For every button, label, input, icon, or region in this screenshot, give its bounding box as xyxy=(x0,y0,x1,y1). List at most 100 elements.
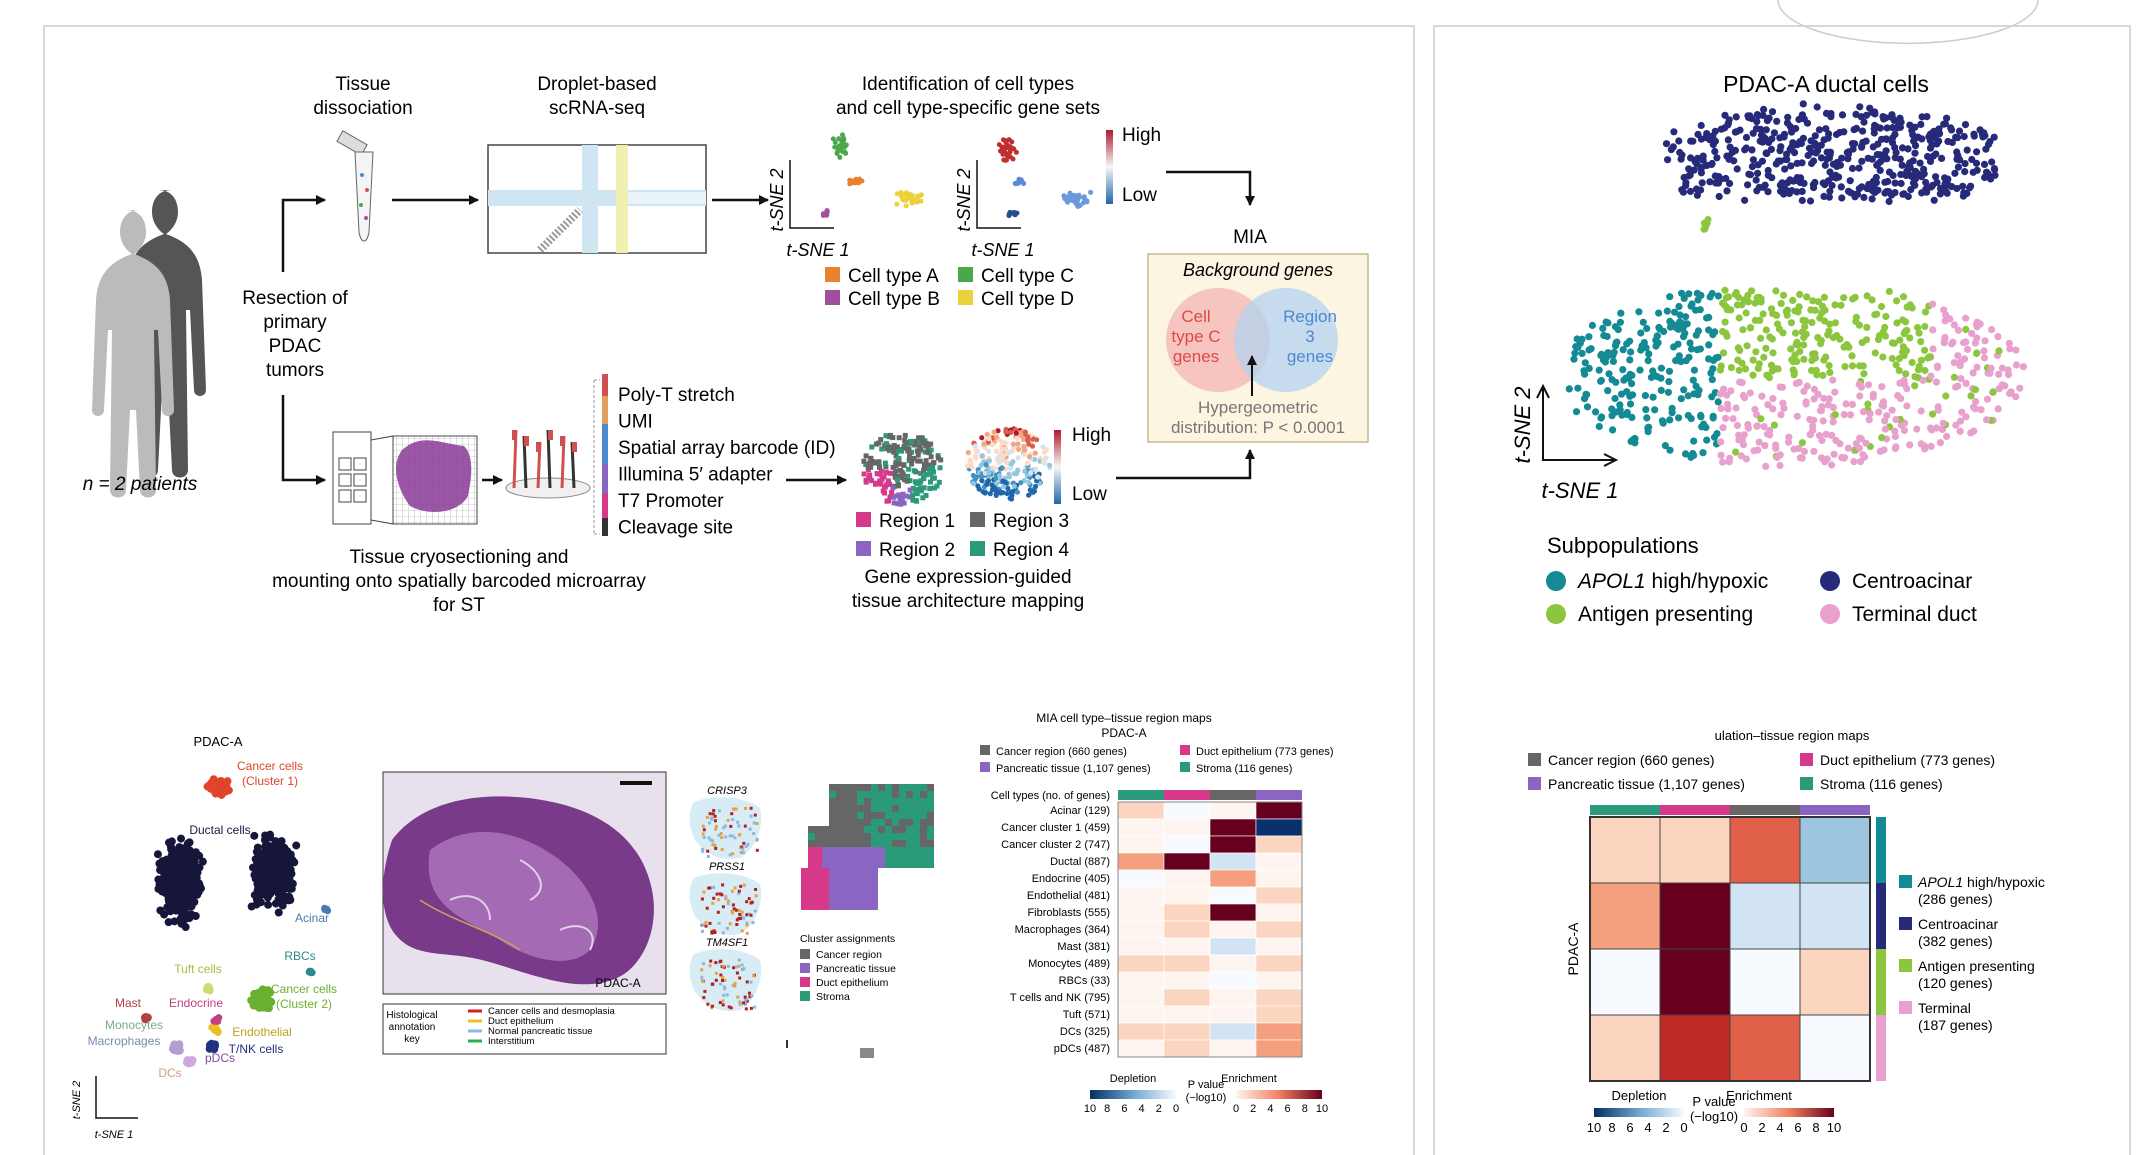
atlas-tsne2: t-SNE 2 xyxy=(71,1081,83,1120)
subpop-point xyxy=(1716,390,1724,398)
subpop-point xyxy=(1772,365,1780,373)
subpop-point-centroacinar xyxy=(1764,166,1772,175)
st-region-spot xyxy=(927,485,933,491)
tsne-point-low xyxy=(1084,199,1090,205)
gene-map-spot xyxy=(733,836,737,840)
subpop-point-centroacinar xyxy=(1726,143,1734,151)
subpop-point xyxy=(1769,395,1777,403)
subpop-point xyxy=(1778,383,1786,391)
subpop-point xyxy=(1754,364,1762,372)
cluster-map-cell xyxy=(878,819,885,826)
st-region-spot xyxy=(927,462,932,468)
st-expression-spot xyxy=(995,428,1001,434)
tsne-point-low xyxy=(1070,196,1076,202)
subpop-point xyxy=(1684,411,1692,420)
subpop-point-centroacinar xyxy=(1714,179,1722,187)
gene-map-spot xyxy=(745,923,749,927)
subpop-point-centroacinar xyxy=(1712,172,1720,181)
cluster-map-cell xyxy=(808,826,815,833)
subpop-point xyxy=(1920,442,1929,450)
heatmap1-cell xyxy=(1117,869,1165,888)
gene-map-spot xyxy=(726,902,730,906)
subpop-point xyxy=(1940,306,1948,314)
cluster-assignment-map xyxy=(801,784,934,910)
subpop-point xyxy=(1714,398,1722,406)
gene-map-spot xyxy=(734,807,738,811)
st-region-spot xyxy=(906,446,912,452)
cluster-map-cell xyxy=(927,833,934,840)
subpop-point xyxy=(1950,321,1958,329)
gene-map-spot xyxy=(709,959,713,963)
gene-map-spot xyxy=(755,822,759,826)
subpop-point-centroacinar xyxy=(1744,181,1752,189)
heatmap1-legend-swatch xyxy=(980,745,990,755)
cluster-map-cell xyxy=(871,805,878,812)
heatmap1-cell xyxy=(1209,886,1257,905)
subpop-point xyxy=(1699,449,1707,457)
tsne-point-type-c xyxy=(840,141,846,147)
subpop-point xyxy=(1921,308,1930,316)
subpop-point xyxy=(1758,392,1766,400)
subpop-point xyxy=(1739,326,1747,334)
label-cancer1: Cancer cells(Cluster 1) xyxy=(237,759,303,788)
heatmap2-tick: 6 xyxy=(1626,1120,1633,1135)
cluster-map-cell xyxy=(801,868,808,875)
subpop-point xyxy=(1732,448,1740,456)
st-region-spot xyxy=(911,455,917,461)
cluster-map-cell xyxy=(913,861,920,868)
tsne-point-type-b xyxy=(824,209,830,215)
cluster-map-cell xyxy=(913,784,920,791)
cluster-map-cell xyxy=(885,791,892,798)
cluster-map-cell xyxy=(836,812,843,819)
st-expression-spot xyxy=(996,460,1002,466)
subpop-point xyxy=(1819,417,1827,425)
subpop-point xyxy=(1901,327,1909,335)
subpop-point xyxy=(1962,325,1970,334)
cluster-map-cell xyxy=(906,854,913,861)
subpop-point-centroacinar xyxy=(1916,171,1924,179)
cluster-map-cell xyxy=(808,833,815,840)
atlas-point-ductal xyxy=(154,884,163,893)
subpop-point xyxy=(1719,349,1728,357)
subpop-point-centroacinar xyxy=(1752,176,1760,184)
tsne-point-low xyxy=(1012,212,1018,218)
subpop-point xyxy=(1779,291,1788,299)
atlas-point-ductal xyxy=(160,910,169,919)
atlas-point-ductal xyxy=(161,888,170,897)
subpop-point xyxy=(1903,402,1911,410)
subpop-point-centroacinar xyxy=(1826,168,1834,176)
subpop-point-centroacinar xyxy=(1721,111,1729,119)
subpop-point xyxy=(1695,386,1703,394)
gene-map-spot xyxy=(732,807,736,811)
subpop-point xyxy=(1690,437,1698,445)
cluster-map-cell xyxy=(850,798,857,805)
subpop-point-centroacinar xyxy=(1838,154,1846,162)
subpop-point-centroacinar xyxy=(1826,187,1834,195)
atlas-point-ductal xyxy=(195,881,204,890)
subpop-point-centroacinar xyxy=(1677,155,1685,163)
gene-map-spot xyxy=(744,844,748,848)
label-mast: Mast xyxy=(115,996,142,1010)
heatmap2-row-color xyxy=(1876,949,1886,1015)
cluster-map-cell xyxy=(801,896,808,903)
high-low-colorbar xyxy=(1106,130,1113,204)
subpop-point-centroacinar xyxy=(1798,187,1806,195)
cluster-map-cell xyxy=(850,784,857,791)
subpop-point xyxy=(1960,339,1968,347)
subpop-point xyxy=(1954,352,1962,360)
st-expression-spot xyxy=(1021,452,1027,458)
subpop-point xyxy=(1776,461,1784,470)
heatmap1-row-label: Acinar (129) xyxy=(1050,805,1110,817)
st-region-spot xyxy=(928,479,933,485)
subpop-point xyxy=(1672,357,1680,365)
subpop-point-centroacinar xyxy=(1753,187,1761,195)
subpop-point-centroacinar xyxy=(1973,148,1981,156)
gene-map-spot xyxy=(702,996,706,1000)
subpop-point-centroacinar xyxy=(1926,144,1935,152)
cluster-map-cell xyxy=(815,847,822,854)
heatmap2-cell xyxy=(1729,948,1801,1016)
heatmap1-enrichment-label: Enrichment xyxy=(1221,1073,1277,1085)
heatmap1-cell xyxy=(1209,1039,1257,1058)
cluster-map-cell xyxy=(899,861,906,868)
subpop-point xyxy=(1762,462,1770,470)
